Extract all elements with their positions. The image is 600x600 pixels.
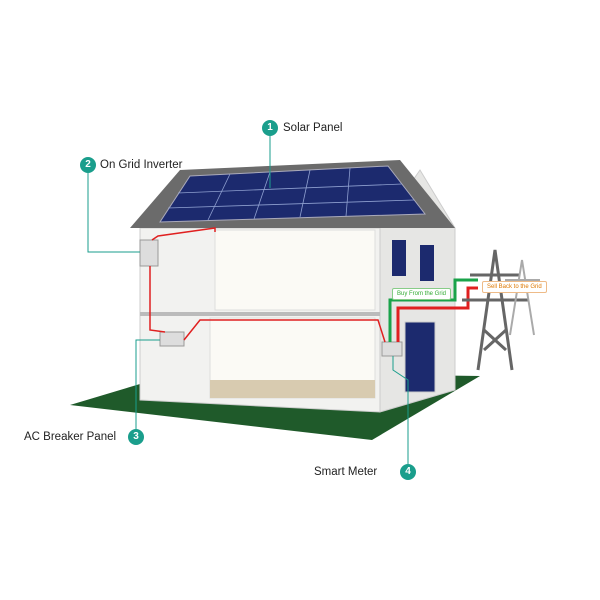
wire (149, 266, 166, 333)
callout-number-2: 2 (80, 157, 96, 173)
power-tower (462, 249, 528, 371)
inverter (139, 239, 159, 267)
callout-lines (87, 136, 409, 464)
callout-label-solar-panel: Solar Panel (283, 122, 343, 134)
solar-panel-grid (167, 167, 415, 221)
wire (151, 227, 216, 241)
breaker-panel (159, 331, 185, 347)
callout-number-3: 3 (128, 429, 144, 445)
wire (183, 319, 386, 343)
power-tower-far (505, 259, 540, 336)
glass-door (404, 321, 436, 393)
upper-room (214, 229, 376, 311)
sell-back-to-grid-tag: Sell Back to the Grid (482, 281, 547, 293)
callout-label-smart-meter: Smart Meter (314, 466, 378, 478)
solar-panel-array (159, 165, 426, 223)
window (420, 245, 434, 281)
floor (210, 380, 375, 398)
sell-line (396, 286, 478, 342)
callout-label-on-grid-inverter: On Grid Inverter (100, 159, 183, 171)
buy-line (388, 278, 478, 342)
buy-from-grid-tag: Buy From the Grid (392, 288, 452, 300)
callout-number-4: 4 (400, 464, 416, 480)
smart-meter (381, 341, 403, 357)
callout-label-ac-breaker-panel: AC Breaker Panel (24, 431, 117, 443)
window (392, 240, 406, 276)
callout-number-1: 1 (262, 120, 278, 136)
